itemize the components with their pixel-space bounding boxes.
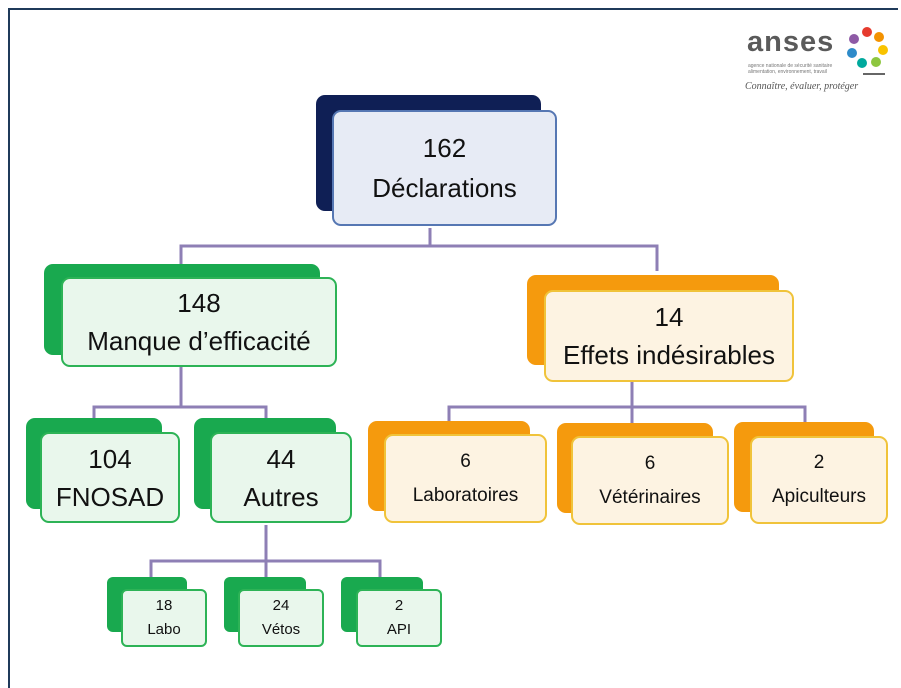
node-value: 162 — [422, 133, 467, 163]
logo-tagline: Connaître, évaluer, protéger — [745, 81, 859, 92]
connector-root-right — [430, 244, 659, 271]
node-box: 6 Vétérinaires — [571, 436, 729, 525]
logo-wordmark: anses — [747, 26, 835, 58]
logo-flower-icon — [847, 27, 888, 68]
node-value: 24 — [272, 597, 290, 614]
node-value: 14 — [654, 302, 684, 332]
node-value: 148 — [177, 288, 221, 318]
node-box: 44 Autres — [210, 432, 352, 523]
node-label: Apiculteurs — [772, 486, 866, 507]
node-value: 6 — [460, 450, 471, 472]
connector-efficacite — [92, 362, 183, 424]
node-box: 24 Vétos — [238, 589, 324, 647]
slide-frame — [8, 8, 898, 688]
node-value: 2 — [813, 452, 825, 473]
node-box: 104 FNOSAD — [40, 432, 180, 523]
node-label: API — [386, 621, 412, 638]
node-value: 6 — [644, 452, 656, 474]
node-box: 14 Effets indésirables — [544, 290, 794, 382]
node-value: 2 — [394, 597, 404, 614]
node-box: 162 Déclarations — [332, 110, 557, 226]
node-box: 2 API — [356, 589, 442, 647]
node-value: 18 — [155, 597, 173, 614]
node-value: 104 — [88, 443, 132, 474]
node-label: Autres — [243, 481, 319, 512]
connector-autres-right — [266, 559, 382, 583]
node-label: FNOSAD — [55, 481, 165, 512]
connector-autres — [149, 525, 268, 583]
node-label: Manque d’efficacité — [87, 326, 311, 356]
node-box: 18 Labo — [121, 589, 207, 647]
connector-effets-right — [632, 405, 807, 424]
node-label: Effets indésirables — [563, 340, 775, 370]
node-label: Vétos — [261, 621, 301, 638]
logo-divider — [863, 73, 885, 75]
node-label: Labo — [147, 621, 181, 638]
node-label: Vétérinaires — [599, 486, 701, 508]
node-box: 6 Laboratoires — [384, 434, 547, 523]
node-box: 2 Apiculteurs — [750, 436, 888, 524]
anses-logo: anses agence nationale de sécurité sanit… — [745, 26, 895, 96]
node-value: 44 — [266, 443, 296, 474]
logo-subtitle: agence nationale de sécurité sanitaire a… — [748, 63, 833, 75]
connector-root — [179, 228, 432, 268]
node-label: Déclarations — [372, 173, 517, 203]
node-label: Laboratoires — [412, 484, 519, 506]
connector-effets — [447, 382, 634, 424]
node-box: 148 Manque d’efficacité — [61, 277, 337, 367]
